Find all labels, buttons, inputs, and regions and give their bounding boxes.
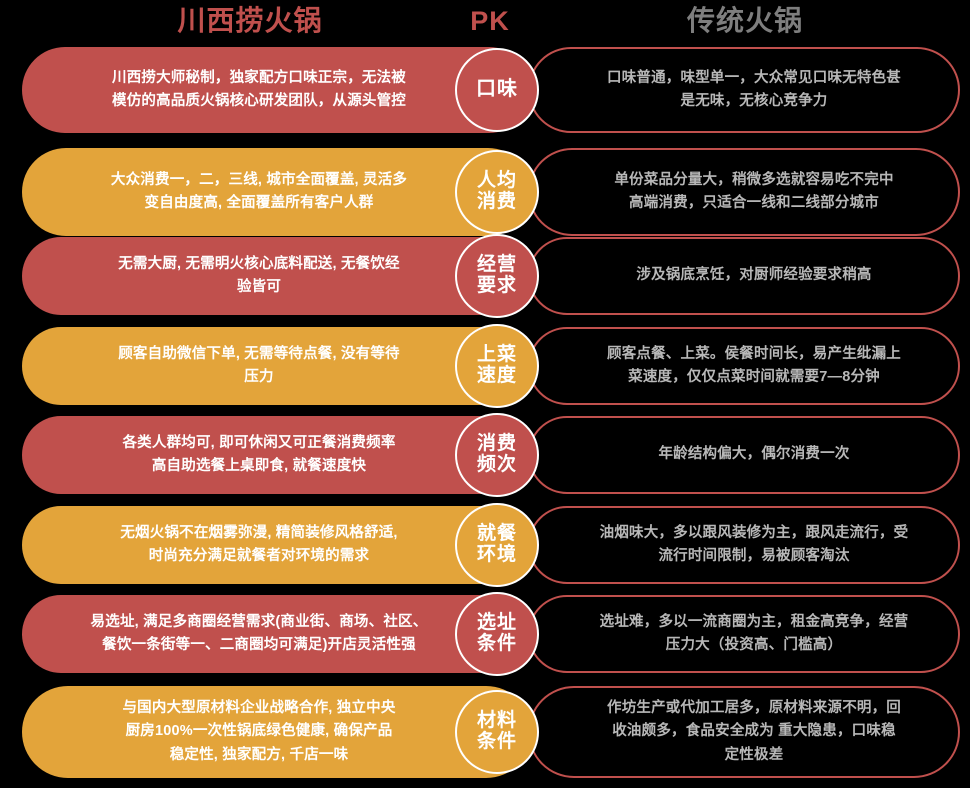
- left-advantage-pill: 川西捞大师秘制，独家配方口味正宗，无法被 模仿的高品质火锅核心研发团队，从源头管…: [22, 47, 532, 133]
- category-badge-label: 选址 条件: [476, 612, 517, 654]
- category-badge-label: 上菜 速度: [476, 344, 517, 386]
- comparison-row: 顾客自助微信下单, 无需等待点餐, 没有等待 压力 顾客点餐、上菜。侯餐时间长，易…: [0, 324, 970, 408]
- category-badge-label: 材料 条件: [476, 710, 517, 752]
- comparison-row: 无需大厨, 无需明火核心底料配送, 无餐饮经 验皆可 涉及锅底烹饪，对厨师经验要求…: [0, 234, 970, 318]
- comparison-row: 易选址, 满足多商圈经营需求(商业街、商场、社区、 餐饮一条街等一、二商圈均可满…: [0, 592, 970, 676]
- category-badge-label: 口味: [476, 78, 518, 101]
- comparison-row: 各类人群均可, 即可休闲又可正餐消费频率 高自助选餐上桌即食, 就餐速度快 年龄结…: [0, 413, 970, 497]
- right-traditional-pill: 顾客点餐、上菜。侯餐时间长，易产生纰漏上 菜速度，仅仅点菜时间就需要7—8分钟: [528, 327, 960, 405]
- right-traditional-pill: 单份菜品分量大，稍微多选就容易吃不完中 高端消费，只适合一线和二线部分城市: [528, 148, 960, 236]
- left-advantage-pill: 无烟火锅不在烟雾弥漫, 精简装修风格舒适, 时尚充分满足就餐者对环境的需求: [22, 506, 532, 584]
- right-traditional-pill: 选址难，多以一流商圈为主，租金高竞争，经营 压力大（投资高、门槛高）: [528, 595, 960, 673]
- left-advantage-pill: 无需大厨, 无需明火核心底料配送, 无餐饮经 验皆可: [22, 237, 532, 315]
- category-badge-label: 经营 要求: [476, 254, 517, 296]
- category-badge-label: 消费 频次: [476, 433, 517, 475]
- left-advantage-text: 顾客自助微信下单, 无需等待点餐, 没有等待 压力: [118, 345, 400, 385]
- category-badge: 口味: [455, 48, 539, 132]
- left-advantage-text: 无烟火锅不在烟雾弥漫, 精简装修风格舒适, 时尚充分满足就餐者对环境的需求: [120, 524, 398, 564]
- category-badge: 就餐 环境: [455, 503, 539, 587]
- left-advantage-text: 各类人群均可, 即可休闲又可正餐消费频率 高自助选餐上桌即食, 就餐速度快: [122, 434, 396, 474]
- right-traditional-pill: 油烟味大，多以跟风装修为主，跟风走流行，受 流行时间限制，易被顾客淘汰: [528, 506, 960, 584]
- left-advantage-pill: 大众消费一，二，三线, 城市全面覆盖, 灵活多 变自由度高, 全面覆盖所有客户人…: [22, 148, 532, 236]
- right-traditional-text: 口味普通，味型单一，大众常见口味无特色甚 是无味，无核心竞争力: [607, 69, 901, 109]
- right-traditional-pill: 涉及锅底烹饪，对厨师经验要求稍高: [528, 237, 960, 315]
- right-traditional-pill: 年龄结构偏大，偶尔消费一次: [528, 416, 960, 494]
- right-traditional-text: 选址难，多以一流商圈为主，租金高竞争，经营 压力大（投资高、门槛高）: [599, 613, 909, 653]
- header-left-title: 川西捞火锅: [177, 5, 323, 36]
- category-badge-label: 就餐 环境: [476, 523, 517, 565]
- right-traditional-text: 年龄结构偏大，偶尔消费一次: [658, 446, 850, 463]
- header: 川西捞火锅 PK 传统火锅: [0, 0, 970, 44]
- right-traditional-text: 作坊生产或代加工居多，原材料来源不明，回 收油颇多，食品安全成为 重大隐患，口味…: [607, 699, 901, 763]
- left-advantage-text: 与国内大型原材料企业战略合作, 独立中央 厨房100%一次性锅底绿色健康, 确保…: [122, 699, 396, 763]
- header-right-title: 传统火锅: [686, 5, 803, 36]
- right-traditional-text: 单份菜品分量大，稍微多选就容易吃不完中 高端消费，只适合一线和二线部分城市: [614, 171, 894, 211]
- comparison-row: 无烟火锅不在烟雾弥漫, 精简装修风格舒适, 时尚充分满足就餐者对环境的需求 油烟味…: [0, 503, 970, 587]
- left-advantage-text: 大众消费一，二，三线, 城市全面覆盖, 灵活多 变自由度高, 全面覆盖所有客户人…: [110, 171, 408, 211]
- right-traditional-text: 涉及锅底烹饪，对厨师经验要求稍高: [636, 267, 872, 284]
- category-badge: 经营 要求: [455, 234, 539, 318]
- right-traditional-text: 顾客点餐、上菜。侯餐时间长，易产生纰漏上 菜速度，仅仅点菜时间就需要7—8分钟: [607, 345, 901, 385]
- comparison-row: 川西捞大师秘制，独家配方口味正宗，无法被 模仿的高品质火锅核心研发团队，从源头管…: [0, 47, 970, 133]
- left-advantage-pill: 各类人群均可, 即可休闲又可正餐消费频率 高自助选餐上桌即食, 就餐速度快: [22, 416, 532, 494]
- right-traditional-pill: 作坊生产或代加工居多，原材料来源不明，回 收油颇多，食品安全成为 重大隐患，口味…: [528, 686, 960, 778]
- comparison-row: 大众消费一，二，三线, 城市全面覆盖, 灵活多 变自由度高, 全面覆盖所有客户人…: [0, 148, 970, 236]
- left-advantage-pill: 与国内大型原材料企业战略合作, 独立中央 厨房100%一次性锅底绿色健康, 确保…: [22, 686, 532, 778]
- category-badge-label: 人均 消费: [476, 170, 517, 212]
- left-advantage-pill: 顾客自助微信下单, 无需等待点餐, 没有等待 压力: [22, 327, 532, 405]
- left-advantage-text: 易选址, 满足多商圈经营需求(商业街、商场、社区、 餐饮一条街等一、二商圈均可满…: [90, 613, 428, 653]
- category-badge: 上菜 速度: [455, 324, 539, 408]
- left-advantage-text: 无需大厨, 无需明火核心底料配送, 无餐饮经 验皆可: [118, 255, 400, 295]
- comparison-row: 与国内大型原材料企业战略合作, 独立中央 厨房100%一次性锅底绿色健康, 确保…: [0, 686, 970, 778]
- category-badge: 人均 消费: [455, 150, 539, 234]
- right-traditional-pill: 口味普通，味型单一，大众常见口味无特色甚 是无味，无核心竞争力: [528, 47, 960, 133]
- category-badge: 材料 条件: [455, 690, 539, 774]
- right-traditional-text: 油烟味大，多以跟风装修为主，跟风走流行，受 流行时间限制，易被顾客淘汰: [599, 524, 909, 564]
- left-advantage-text: 川西捞大师秘制，独家配方口味正宗，无法被 模仿的高品质火锅核心研发团队，从源头管…: [112, 69, 406, 109]
- header-pk-label: PK: [470, 6, 510, 36]
- left-advantage-pill: 易选址, 满足多商圈经营需求(商业街、商场、社区、 餐饮一条街等一、二商圈均可满…: [22, 595, 532, 673]
- category-badge: 选址 条件: [455, 592, 539, 676]
- category-badge: 消费 频次: [455, 413, 539, 497]
